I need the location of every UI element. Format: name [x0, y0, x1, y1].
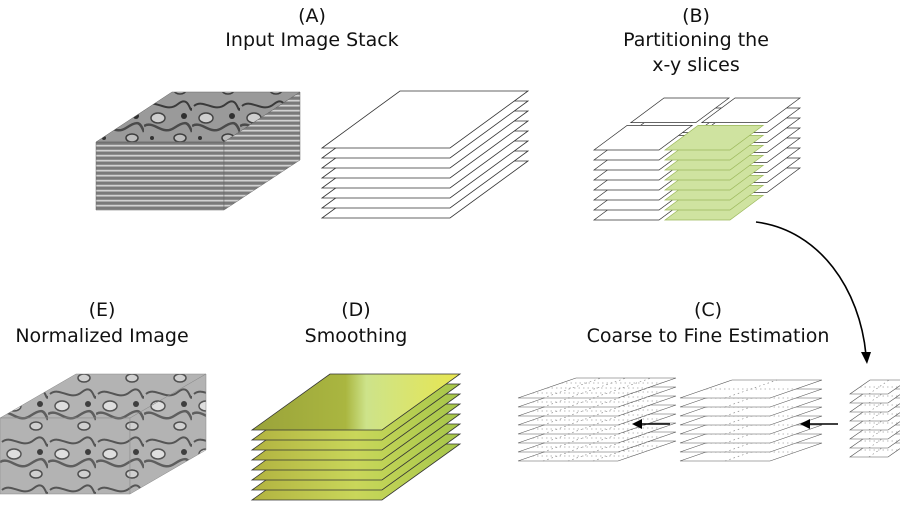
medium-stack	[679, 379, 823, 462]
input-image-cube	[95, 91, 301, 211]
fine-stack	[517, 377, 677, 462]
empty-slice-stack	[320, 90, 530, 219]
curved-arrow-icon	[755, 221, 871, 364]
coarse-stack-small	[849, 379, 900, 458]
panel-a-letter: (A)	[298, 5, 326, 27]
left-arrow-icon	[632, 419, 670, 429]
panel-d-title: Smoothing	[304, 325, 408, 347]
panel-e-letter: (E)	[88, 299, 116, 321]
panel-e-title: Normalized Image	[15, 325, 189, 347]
panel-d-letter: (D)	[341, 299, 371, 321]
partition-tile	[700, 97, 802, 124]
panel-c-title: Coarse to Fine Estimation	[586, 325, 830, 347]
left-arrow-icon	[800, 419, 838, 429]
partition-tile	[592, 124, 694, 151]
highlighted-partition-tile	[663, 124, 765, 151]
slice-layer	[320, 90, 530, 149]
panel-b-title-line2: x-y slices	[652, 54, 740, 76]
panel-b-letter: (B)	[682, 5, 710, 27]
normalized-image-cube	[0, 373, 207, 495]
panel-a-title: Input Image Stack	[225, 29, 399, 51]
smoothed-top-slice	[250, 373, 462, 431]
panel-b-title-line1: Partitioning the	[623, 29, 769, 51]
smoothing-stack	[250, 373, 462, 501]
partition-tile	[629, 97, 731, 124]
panel-c-letter: (C)	[693, 299, 723, 321]
partitioned-slice-stack	[592, 97, 802, 221]
